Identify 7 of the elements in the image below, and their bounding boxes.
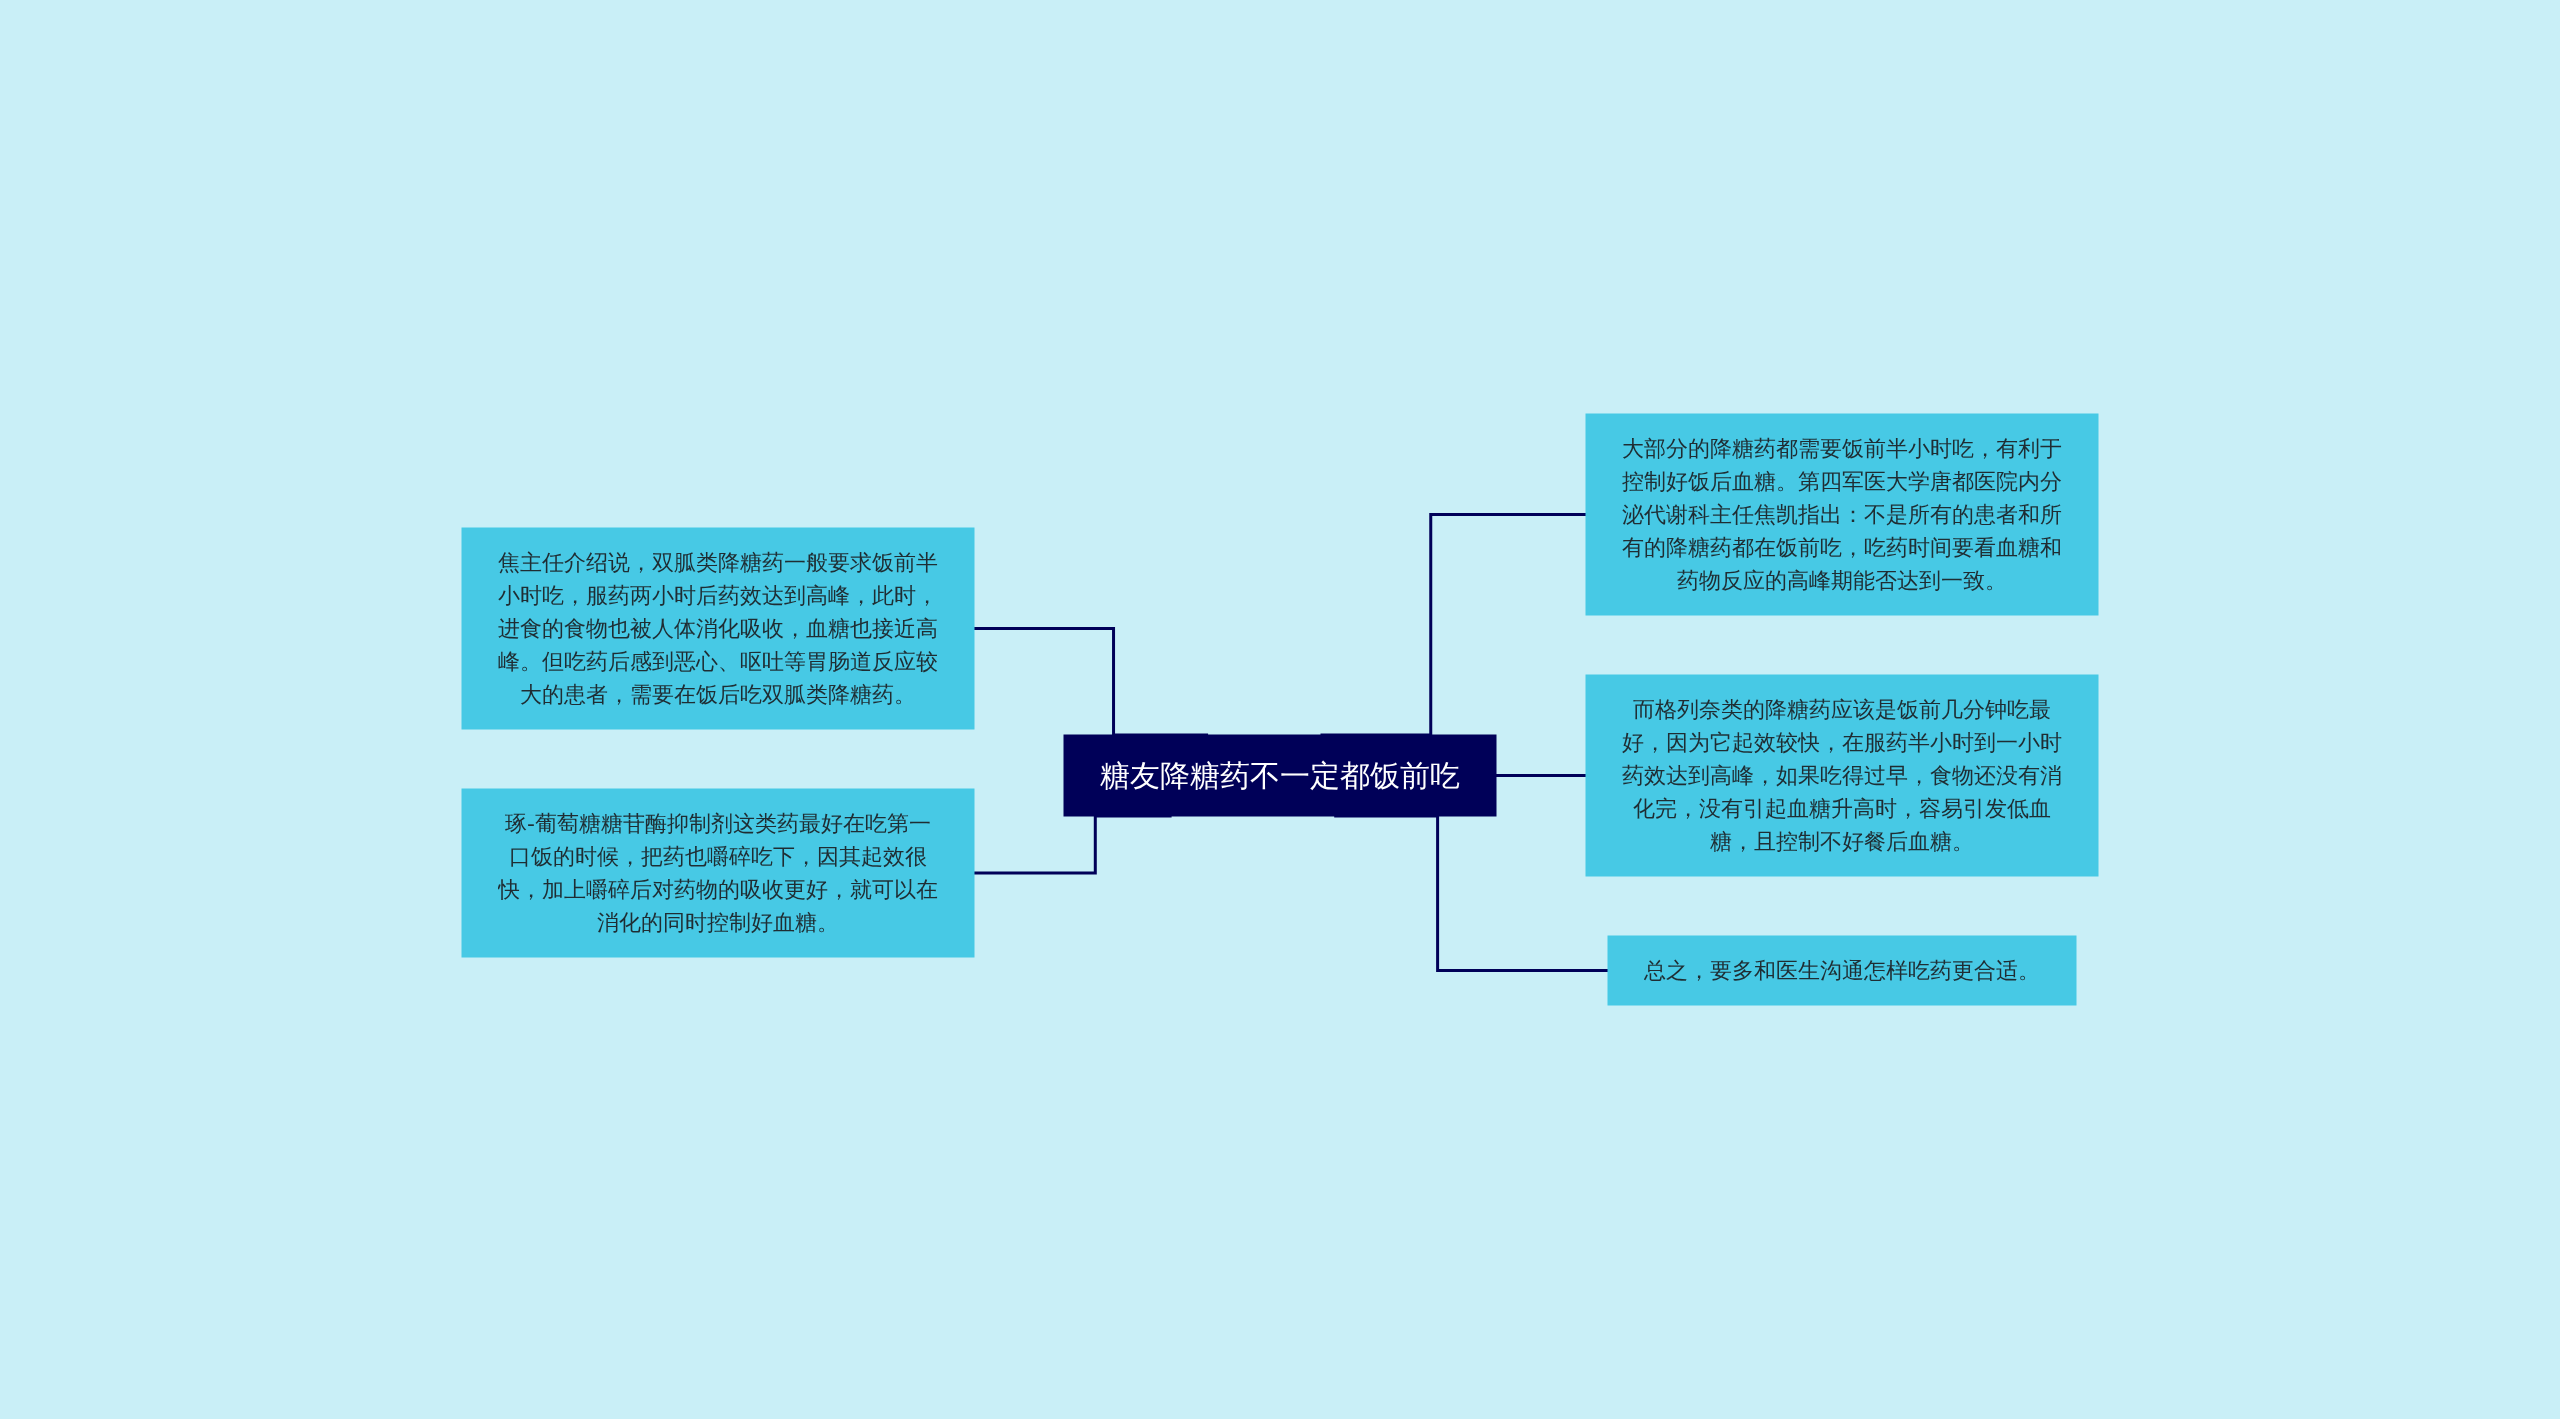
node-box: 糖友降糖药不一定都饭前吃 (1063, 734, 1497, 817)
node-box: 大部分的降糖药都需要饭前半小时吃，有利于控制好饭后血糖。第四军医大学唐都医院内分泌代谢科主任焦凯指出：不是所有的患者和所有的降糖药都在饭前吃，吃药时间要看血糖和药物反应的高峰期能否达到一致。 (1585, 413, 2099, 616)
node-box: 总之，要多和医生沟通怎样吃药更合适。 (1607, 935, 2077, 1006)
node-box: 琢-葡萄糖糖苷酶抑制剂这类药最好在吃第一口饭的时候，把药也嚼碎吃下，因其起效很快，加上嚼碎后对药物的吸收更好，就可以在消化的同时控制好血糖。 (461, 788, 975, 958)
connector (1496, 774, 1586, 777)
node-box: 焦主任介绍说，双胍类降糖药一般要求饭前半小时吃，服药两小时后药效达到高峰，此时，进食的食物也被人体消化吸收，血糖也接近高峰。但吃药后感到恶心、呕吐等胃肠道反应较大的患者，需要在饭后吃双胍类降糖药。 (461, 527, 975, 730)
node-box: 而格列奈类的降糖药应该是饭前几分钟吃最好，因为它起效较快，在服药半小时到一小时药效达到高峰，如果吃得过早，食物还没有消化完，没有引起血糖升高时，容易引发低血糖，且控制不好餐后血糖。 (1585, 674, 2099, 877)
